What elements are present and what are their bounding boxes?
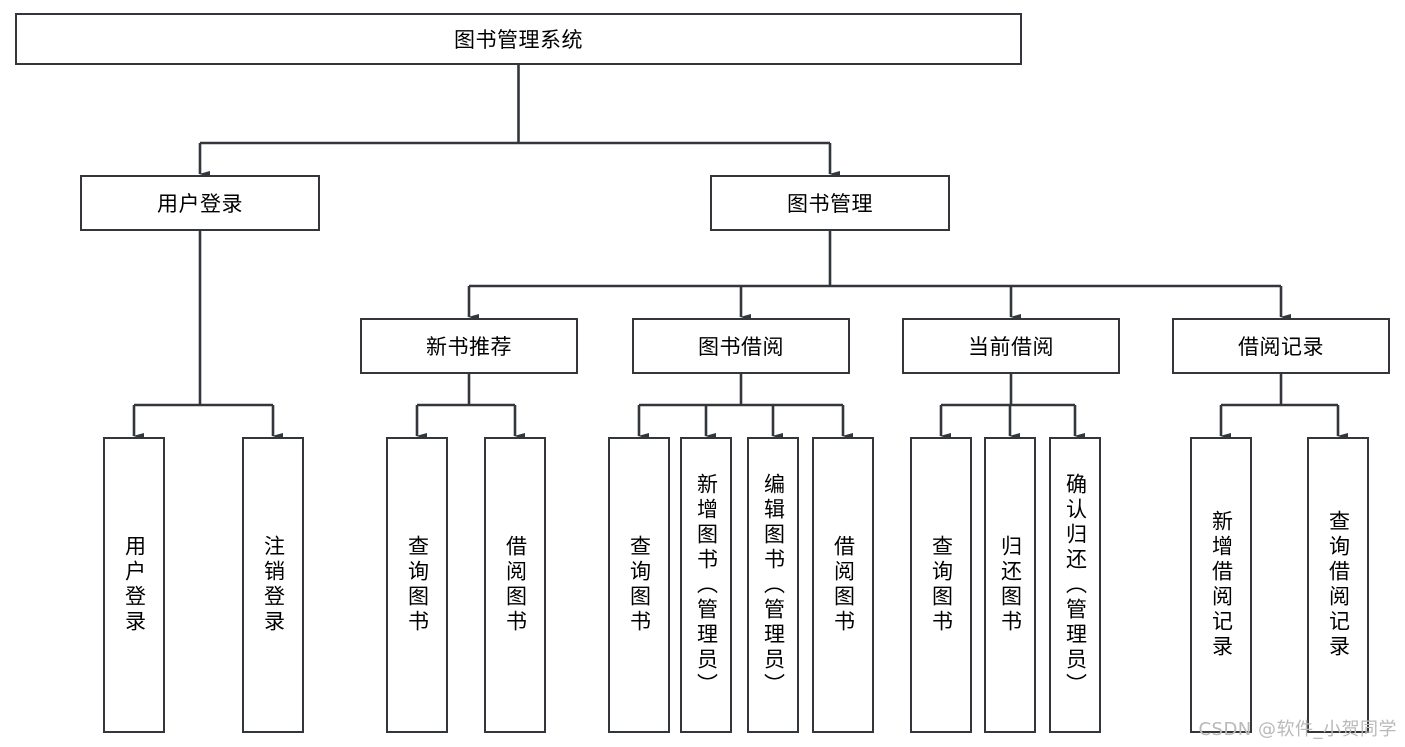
node-label: 查询借阅记录: [1326, 510, 1351, 660]
node-label: 借阅记录: [1238, 335, 1324, 359]
node-label: 借阅图书: [831, 535, 856, 635]
node-label: 查询图书: [405, 535, 430, 635]
node-l-login[interactable]: 用户登录: [103, 437, 165, 733]
node-newbook[interactable]: 新书推荐: [360, 318, 578, 374]
node-root[interactable]: 图书管理系统: [15, 13, 1022, 65]
node-l-qbook1[interactable]: 查询图书: [386, 437, 448, 733]
node-label: 新书推荐: [426, 335, 512, 359]
node-borrow[interactable]: 图书借阅: [632, 318, 850, 374]
node-label: 图书借阅: [698, 335, 784, 359]
node-l-confirm[interactable]: 确认归还（管理员）: [1049, 437, 1101, 733]
node-label: 编辑图书（管理员）: [761, 472, 786, 698]
node-label: 用户登录: [122, 535, 147, 635]
node-l-bbook2[interactable]: 借阅图书: [812, 437, 874, 733]
node-l-editbook[interactable]: 编辑图书（管理员）: [747, 437, 799, 733]
node-label: 查询图书: [627, 535, 652, 635]
node-l-return[interactable]: 归还图书: [984, 437, 1036, 733]
node-l-qrec[interactable]: 查询借阅记录: [1307, 437, 1369, 733]
node-login[interactable]: 用户登录: [80, 175, 320, 231]
node-label: 图书管理: [787, 192, 873, 216]
node-label: 注销登录: [261, 535, 286, 635]
node-label: 图书管理系统: [454, 28, 583, 52]
node-label: 查询图书: [929, 535, 954, 635]
node-l-bbook1[interactable]: 借阅图书: [484, 437, 546, 733]
node-label: 新增图书（管理员）: [694, 472, 719, 698]
node-label: 确认归还（管理员）: [1063, 472, 1088, 698]
node-label: 归还图书: [998, 535, 1023, 635]
node-bookmgmt[interactable]: 图书管理: [710, 175, 950, 231]
node-label: 用户登录: [157, 192, 243, 216]
node-l-qbook2[interactable]: 查询图书: [608, 437, 670, 733]
node-label: 借阅图书: [503, 535, 528, 635]
node-label: 当前借阅: [968, 335, 1054, 359]
node-l-logout[interactable]: 注销登录: [242, 437, 304, 733]
node-records[interactable]: 借阅记录: [1172, 318, 1390, 374]
watermark-label: CSDN @软件_小贺同学: [1198, 719, 1397, 740]
node-label: 新增借阅记录: [1209, 510, 1234, 660]
node-l-addrec[interactable]: 新增借阅记录: [1190, 437, 1252, 733]
node-l-qbook3[interactable]: 查询图书: [910, 437, 972, 733]
node-l-addbook[interactable]: 新增图书（管理员）: [680, 437, 732, 733]
node-current[interactable]: 当前借阅: [902, 318, 1120, 374]
